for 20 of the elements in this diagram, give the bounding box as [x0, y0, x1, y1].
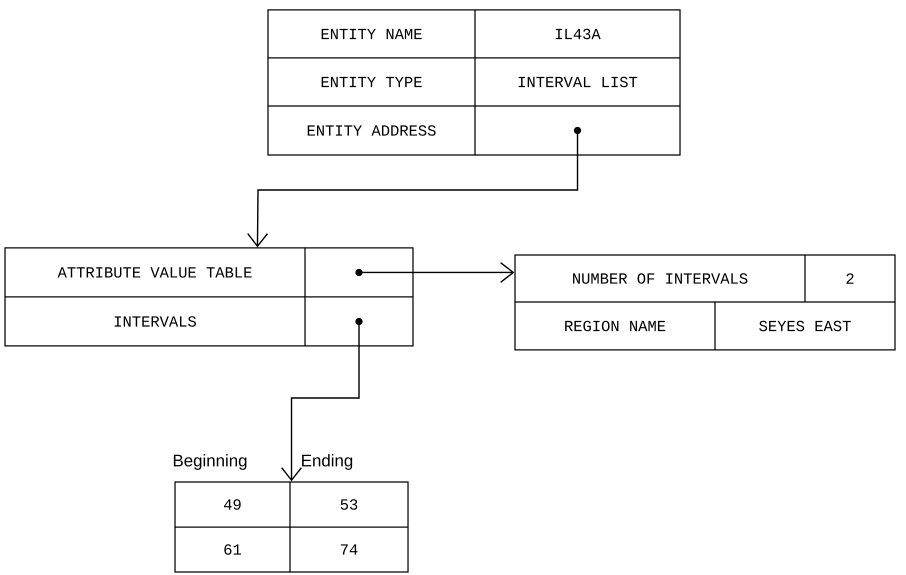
table-cell: SEYES EAST — [714, 301, 896, 351]
table-cell: INTERVAL LIST — [474, 57, 681, 107]
table-cell — [304, 247, 414, 298]
table-cell: ENTITY NAME — [267, 9, 476, 59]
table-cell: 61 — [174, 526, 291, 573]
table-cell: IL43A — [474, 9, 681, 59]
table-cell: NUMBER OF INTERVALS — [514, 254, 806, 303]
table-cell: REGION NAME — [514, 301, 716, 351]
table-cell: ENTITY TYPE — [267, 57, 476, 107]
table-cell: 53 — [289, 481, 409, 528]
table-cell: 74 — [289, 526, 409, 573]
table-cell — [474, 105, 681, 156]
table-cell: ATTRIBUTE VALUE TABLE — [4, 247, 306, 298]
column-heading: Beginning — [174, 454, 246, 470]
table-cell: ENTITY ADDRESS — [267, 105, 476, 156]
table-cell: 49 — [174, 481, 291, 528]
table-cell — [304, 296, 414, 347]
table-cell: INTERVALS — [4, 296, 306, 347]
table-cell: 2 — [804, 254, 896, 303]
column-heading: Ending — [302, 454, 352, 470]
